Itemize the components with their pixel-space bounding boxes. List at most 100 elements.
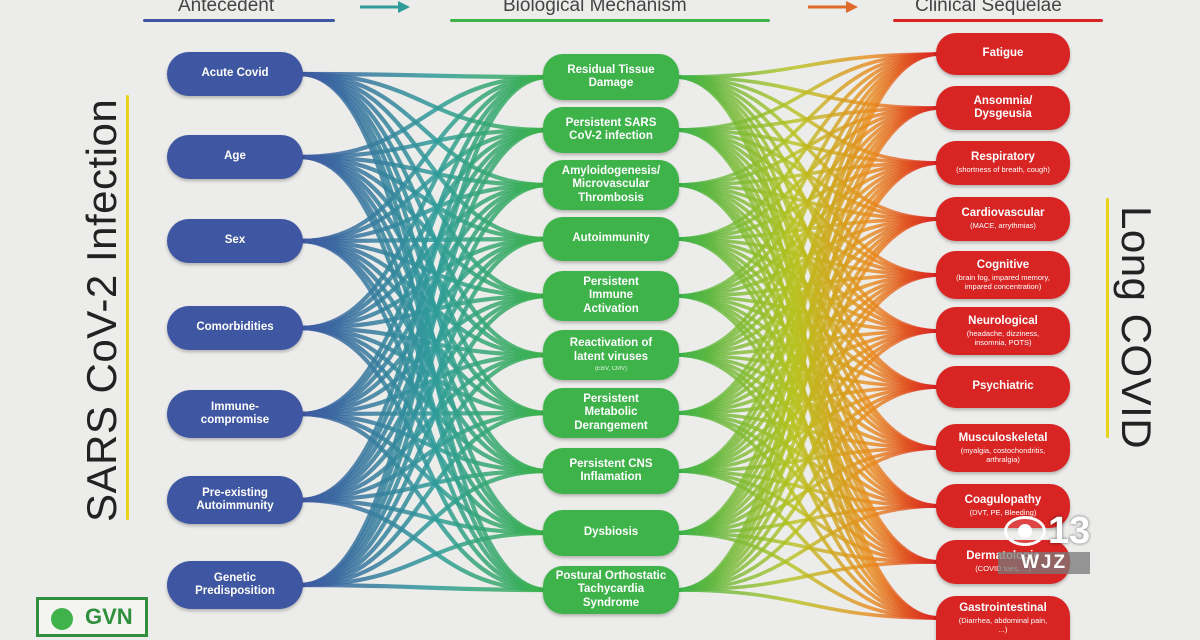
node-detail: (EBV, CMV) xyxy=(594,365,628,372)
node-label: Persistent Immune Activation xyxy=(583,276,639,315)
connection-ribbon xyxy=(674,446,941,592)
side-label-infection: SARS CoV-2 Infection xyxy=(78,98,125,522)
connection-ribbon xyxy=(299,182,549,588)
node-detail: (DVT, PE, Bleeding) xyxy=(969,508,1037,518)
connection-ribbon xyxy=(674,52,941,592)
node-label: Persistent Metabolic Derangement xyxy=(574,393,648,432)
node-label: Dysbiosis xyxy=(583,526,639,539)
node-label: Musculoskeletal xyxy=(958,431,1048,444)
mechanism-node: Reactivation of latent viruses(EBV, CMV) xyxy=(543,330,679,380)
antecedent-node: Immune- compromise xyxy=(167,390,303,438)
logo-text: GVN xyxy=(85,604,133,629)
connection-ribbon xyxy=(299,71,549,133)
mechanism-node: Persistent Metabolic Derangement xyxy=(543,388,679,438)
gvn-logo: GVN xyxy=(36,597,148,637)
connection-ribbon xyxy=(299,71,549,80)
node-label: Cardiovascular xyxy=(961,207,1045,220)
header-underline xyxy=(143,19,335,22)
connection-ribbon xyxy=(674,469,941,620)
sequela-node: Fatigue xyxy=(936,33,1070,75)
header-antecedent: Antecedent xyxy=(178,0,275,16)
node-label: Neurological xyxy=(968,314,1038,327)
node-detail: (MACE, arrythmias) xyxy=(970,221,1036,231)
connection-ribbon xyxy=(299,410,549,588)
connection-ribbon xyxy=(299,236,549,588)
connection-ribbon xyxy=(299,182,549,503)
channel-number: 13 xyxy=(1048,510,1091,552)
node-label: Gastrointestinal xyxy=(959,601,1047,614)
connection-ribbon xyxy=(299,352,549,503)
node-label: Ansomnia/ Dysgeusia xyxy=(973,94,1033,120)
connection-ribbon xyxy=(299,127,549,417)
node-label: Autoimmunity xyxy=(572,232,650,245)
node-label: Cognitive xyxy=(976,258,1030,271)
connection-ribbon xyxy=(299,74,549,503)
connection-ribbon xyxy=(299,182,549,331)
antecedent-node: Genetic Predisposition xyxy=(167,561,303,609)
mechanism-node: Dysbiosis xyxy=(543,510,679,556)
station-logo: 13 WJZ xyxy=(998,510,1094,578)
header-mechanism: Biological Mechanism xyxy=(503,0,687,16)
connection-ribbon xyxy=(299,410,549,503)
connection-ribbon xyxy=(674,52,941,415)
side-label-long-covid: Long COVID xyxy=(1113,206,1160,450)
node-detail: (brain fog, impared memory, impared conc… xyxy=(956,272,1050,291)
connection-ribbon xyxy=(674,273,941,592)
header-underline xyxy=(450,19,770,22)
connection-ribbon xyxy=(674,52,941,535)
node-label: Coagulopathy xyxy=(964,494,1042,507)
globe-icon xyxy=(51,608,73,630)
node-detail: (Diarrhea, abdominal pain, ...) xyxy=(958,615,1048,634)
node-label: Residual Tissue Damage xyxy=(567,63,655,89)
connection-ribbon xyxy=(299,236,549,503)
connection-ribbon xyxy=(674,52,941,357)
node-label: Postural Orthostatic Tachycardia Syndrom… xyxy=(555,570,667,609)
side-accent-bar xyxy=(1106,198,1109,438)
mechanism-node: Autoimmunity xyxy=(543,217,679,261)
connection-ribbon xyxy=(299,293,549,503)
connection-ribbon xyxy=(674,329,941,592)
antecedent-node: Sex xyxy=(167,219,303,263)
connection-ribbon xyxy=(674,52,941,473)
arrow-right-icon xyxy=(808,1,858,13)
connection-ribbon xyxy=(674,52,941,241)
sequela-node: Respiratory(shortness of breath, cough) xyxy=(936,141,1070,185)
node-label: Acute Covid xyxy=(201,67,269,80)
connection-ribbon xyxy=(299,127,549,244)
connection-ribbon xyxy=(674,385,941,592)
connection-ribbon xyxy=(674,504,941,592)
connection-ribbon xyxy=(674,52,941,132)
side-accent-bar xyxy=(126,95,129,520)
connection-ribbon xyxy=(674,560,941,592)
connection-ribbon xyxy=(674,161,941,592)
node-label: Amyloidogenesis/ Microvascular Thrombosi… xyxy=(561,165,661,204)
connection-ribbon xyxy=(674,52,941,79)
sequela-node: Neurological(headache, dizziness, insomn… xyxy=(936,307,1070,355)
connection-ribbon xyxy=(299,293,549,588)
connection-ribbon xyxy=(299,74,549,331)
connection-ribbon xyxy=(299,582,549,593)
header-sequelae: Clinical Sequelae xyxy=(915,0,1062,16)
node-detail: (shortness of breath, cough) xyxy=(956,165,1050,175)
connection-ribbon xyxy=(299,127,549,160)
node-label: Respiratory xyxy=(971,151,1035,164)
sequela-node: Cognitive(brain fog, impared memory, imp… xyxy=(936,251,1070,299)
antecedent-node: Acute Covid xyxy=(167,52,303,96)
connection-ribbon xyxy=(674,52,941,187)
connection-ribbon xyxy=(299,182,549,244)
node-label: Psychiatric xyxy=(972,380,1034,393)
node-label: Persistent SARS CoV-2 infection xyxy=(565,116,657,142)
connection-ribbon xyxy=(299,154,549,188)
node-label: Persistent CNS Inflamation xyxy=(569,457,653,483)
connection-ribbon xyxy=(299,127,549,503)
connection-ribbon xyxy=(299,127,549,331)
connection-ribbon xyxy=(299,74,549,244)
mechanism-node: Residual Tissue Damage xyxy=(543,54,679,100)
connection-ribbon xyxy=(299,497,549,536)
connection-ribbon xyxy=(299,352,549,588)
node-label: Fatigue xyxy=(982,47,1024,60)
mechanism-node: Postural Orthostatic Tachycardia Syndrom… xyxy=(543,566,679,614)
mechanism-node: Amyloidogenesis/ Microvascular Thrombosi… xyxy=(543,160,679,210)
connection-ribbon xyxy=(299,530,549,588)
